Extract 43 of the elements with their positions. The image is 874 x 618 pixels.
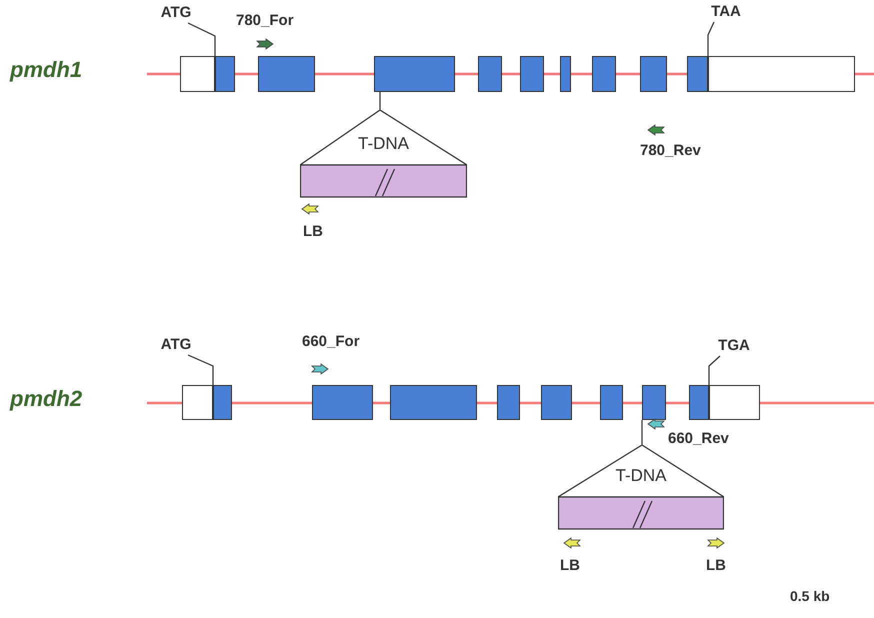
utr-box (709, 385, 760, 420)
primer-label: 660_Rev (668, 431, 729, 446)
primer-label: LB (560, 558, 580, 573)
exon-box (374, 56, 455, 92)
leader-line (707, 22, 715, 56)
exon-box (258, 56, 315, 92)
codon-label: TAA (706, 4, 746, 22)
exon-box (215, 56, 235, 92)
exon-box (600, 385, 623, 420)
exon-box (213, 385, 232, 420)
insertion-line (641, 420, 643, 445)
exon-box (689, 385, 709, 420)
utr-box (180, 56, 215, 92)
leader-line (188, 354, 214, 385)
exon-box (560, 56, 571, 92)
primer-label: 780_For (236, 13, 294, 28)
primer-label: 660_For (302, 334, 360, 349)
exon-box (640, 56, 667, 92)
leader-line (708, 356, 720, 385)
exon-box (312, 385, 373, 420)
exon-box (390, 385, 477, 420)
exon-box (497, 385, 520, 420)
codon-label: ATG (156, 5, 196, 23)
insertion-line (379, 92, 381, 110)
primer-label: 780_Rev (640, 143, 701, 158)
gene-name: pmdh1 (10, 59, 82, 81)
utr-box (182, 385, 213, 420)
exon-box (642, 385, 666, 420)
leader-line (188, 22, 216, 56)
exon-box (520, 56, 544, 92)
utr-box (708, 56, 855, 92)
exon-box (592, 56, 616, 92)
primer-label: LB (706, 558, 726, 573)
scale-label: 0.5 kb (790, 589, 830, 603)
primer-label: LB (303, 224, 323, 239)
insert-label: T-DNA (357, 135, 410, 152)
exon-box (478, 56, 502, 92)
exon-box (541, 385, 572, 420)
insert-label: T-DNA (614, 467, 668, 484)
gene-name: pmdh2 (10, 388, 82, 410)
codon-label: ATG (156, 337, 196, 355)
exon-box (687, 56, 708, 92)
codon-label: TGA (714, 338, 754, 356)
